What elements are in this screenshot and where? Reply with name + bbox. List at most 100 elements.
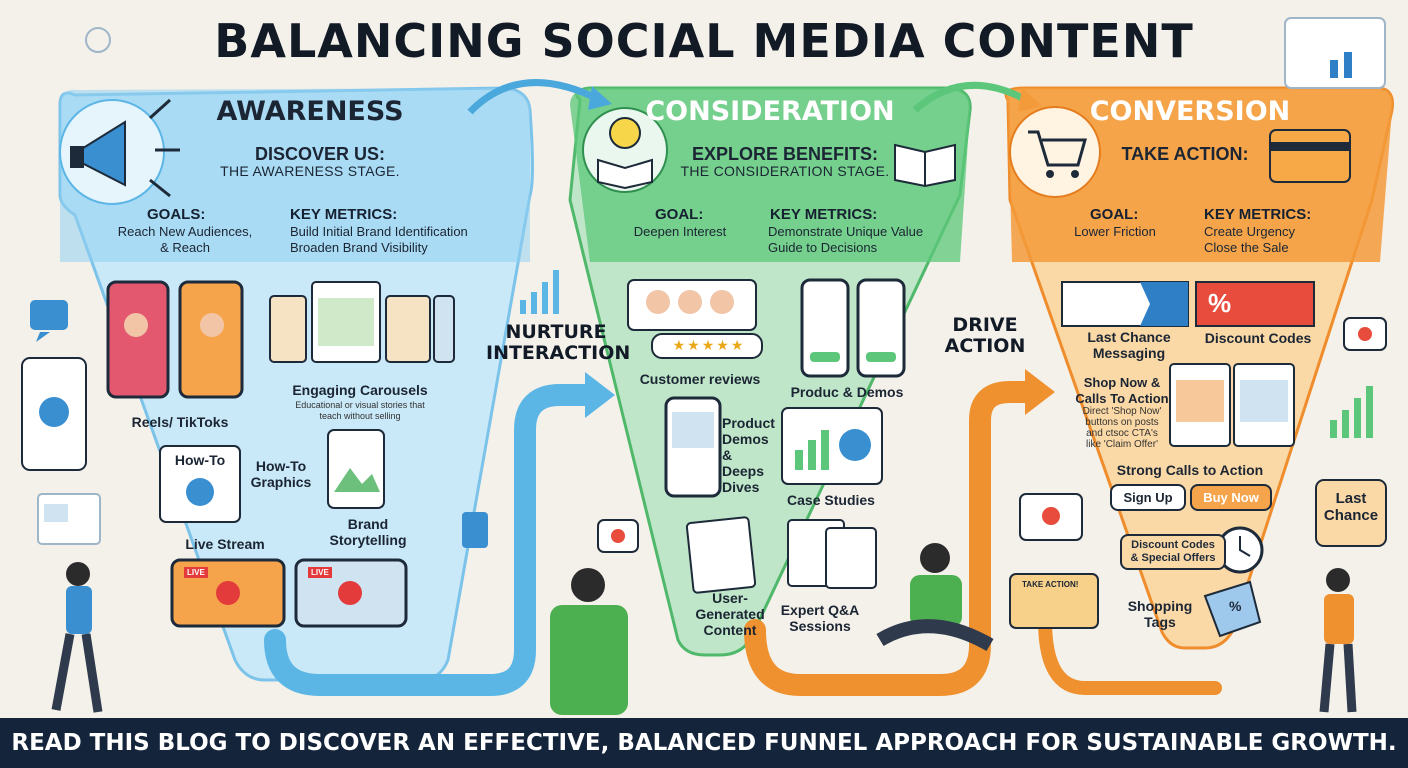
browser-window-icon (37, 493, 101, 545)
st-line-2: Tags (1144, 614, 1176, 630)
livestream-label: Live Stream (185, 536, 265, 552)
awareness-subtitle: DISCOVER US: (254, 144, 386, 164)
ugc-line-1: User- (712, 590, 748, 606)
product-deep-dives-label: Product Demos & Deeps Dives (722, 415, 778, 495)
howto-line-1: How-To (255, 458, 307, 474)
carousels-label: Engaging Carousels (292, 382, 428, 398)
sign-up-button[interactable]: Sign Up (1110, 484, 1186, 511)
sn-desc-2: buttons on posts (1085, 417, 1159, 428)
awareness-metrics-header: KEY METRICS: (290, 206, 398, 223)
shopping-tags-label: Shopping Tags (1120, 598, 1200, 630)
consideration-metric-2: Guide to Decisions (768, 240, 878, 255)
footer-banner[interactable]: READ THIS BLOG TO DISCOVER AN EFFECTIVE,… (0, 718, 1408, 768)
howto-card-label: How-To (174, 452, 226, 468)
qa-line-1: Expert Q&A (780, 602, 860, 618)
percent-coupon-text: % (1208, 288, 1232, 318)
carousels-desc-line-1: Educational or visual stories that (295, 400, 425, 410)
consideration-title: CONSIDERATION (645, 96, 895, 127)
awareness-goal-2: & Reach (160, 240, 210, 255)
howto-line-2: Graphics (250, 474, 312, 490)
nurture-line-1: NURTURE (505, 321, 607, 343)
case-studies-label: Case Studies (787, 492, 875, 508)
dashboard-icon (1284, 17, 1386, 89)
carousels-description: Educational or visual stories that teach… (270, 400, 450, 422)
lcm-line-2: Messaging (1092, 345, 1166, 361)
heart-bubble-right-icon (1343, 317, 1387, 351)
qa-line-2: Sessions (789, 618, 851, 634)
consideration-metrics-header: KEY METRICS: (770, 206, 878, 223)
do-line-2: & Special Offers (1130, 552, 1216, 564)
shopnow-line-1: Shop Now & (1083, 375, 1161, 390)
sitting-person-with-tablet (876, 543, 994, 652)
pdd-line-1: Product (722, 415, 775, 431)
discount-offers-badge: Discount Codes & Special Offers (1120, 534, 1226, 570)
storytelling-line-1: Brand (347, 516, 389, 532)
lc-line-2: Chance (1323, 507, 1379, 524)
play-button-icon (85, 27, 111, 53)
ugc-line-3: Content (703, 622, 757, 638)
heart-bubble-icon (597, 519, 639, 553)
customer-reviews-label: Customer reviews (639, 371, 761, 387)
nurture-interaction-label: NURTURE INTERACTION (486, 321, 631, 364)
take-action-card-text: TAKE ACTION! (1022, 580, 1079, 589)
drive-line-2: ACTION (944, 335, 1026, 357)
conversion-metrics-header: KEY METRICS: (1204, 206, 1312, 223)
lc-line-1: Last (1335, 490, 1367, 507)
shopnow-line-2: Calls To Action (1075, 391, 1169, 406)
heart-card-icon (1019, 493, 1083, 541)
strong-cta-label: Strong Calls to Action (1116, 462, 1264, 478)
star-rating: ★★★★★ (672, 337, 746, 353)
consideration-metrics: Demonstrate Unique Value Guide to Decisi… (768, 224, 958, 256)
shopping-cart-icon (1009, 106, 1101, 198)
sn-desc-1: Direct 'Shop Now' (1082, 406, 1162, 417)
bar-chart-right-icon (1330, 386, 1373, 438)
conversion-metric-1: Create Urgency (1204, 224, 1296, 239)
live-badge-2: LIVE (308, 567, 332, 578)
pdd-line-3: & Deeps (722, 447, 765, 479)
conversion-metrics: Create Urgency Close the Sale (1204, 224, 1354, 256)
consideration-goal-header: GOAL: (655, 206, 704, 223)
nurture-line-2: INTERACTION (486, 342, 631, 364)
awareness-metric-2: Broaden Brand Visibility (290, 240, 428, 255)
like-bubble-icon (30, 300, 68, 342)
page-title: BALANCING SOCIAL MEDIA CONTENT (214, 14, 1194, 68)
person-with-megaphone (51, 562, 103, 713)
awareness-metrics: Build Initial Brand Identification Broad… (290, 224, 510, 256)
awareness-stage-name: THE AWARENESS STAGE. (220, 163, 400, 179)
last-chance-messaging-label: Last Chance Messaging (1070, 329, 1188, 361)
sn-desc-3: and ctsoc CTA's (1086, 428, 1158, 439)
open-book-icon (894, 143, 956, 188)
consideration-subtitle: EXPLORE BENEFITS: (691, 144, 879, 164)
last-chance-label: Last Chance (1318, 490, 1384, 524)
howto-graphics-label: How-To Graphics (245, 458, 317, 490)
drive-line-1: DRIVE (952, 314, 1018, 336)
ugc-label: User- Generated Content (690, 590, 770, 638)
pdd-line-2: Demos (722, 431, 769, 447)
buy-now-button[interactable]: Buy Now (1190, 484, 1272, 511)
reels-label: Reels/ TikToks (131, 414, 229, 430)
carousels-desc-line-2: teach without selling (319, 411, 401, 421)
drive-action-label: DRIVE ACTION (935, 315, 1035, 357)
shop-now-label: Shop Now & Calls To Action (1070, 375, 1174, 407)
conversion-title: CONVERSION (1089, 96, 1291, 127)
product-demos-label: Produc & Demos (790, 384, 904, 400)
shop-now-description: Direct 'Shop Now' buttons on posts and c… (1072, 406, 1172, 450)
consideration-goal: Deepen Interest (633, 224, 727, 239)
awareness-title: AWARENESS (216, 96, 404, 127)
expert-qa-label: Expert Q&A Sessions (770, 602, 870, 634)
credit-card-icon (1269, 129, 1351, 183)
thumbs-up-icon (462, 512, 488, 548)
discount-codes-label: Discount Codes (1204, 330, 1312, 346)
live-badge: LIVE (184, 567, 208, 578)
st-line-1: Shopping (1127, 598, 1193, 614)
pdd-line-4: Dives (722, 479, 760, 495)
consideration-stage-name: THE CONSIDERATION STAGE. (680, 163, 890, 179)
conversion-goal-header: GOAL: (1090, 206, 1139, 223)
conversion-goal: Lower Friction (1074, 224, 1156, 239)
megaphone-icon (59, 98, 180, 205)
lightbulb-book-icon (582, 107, 668, 193)
ugc-line-2: Generated (695, 606, 765, 622)
awareness-metric-1: Build Initial Brand Identification (290, 224, 468, 239)
sn-desc-4: like 'Claim Offer' (1086, 439, 1158, 450)
